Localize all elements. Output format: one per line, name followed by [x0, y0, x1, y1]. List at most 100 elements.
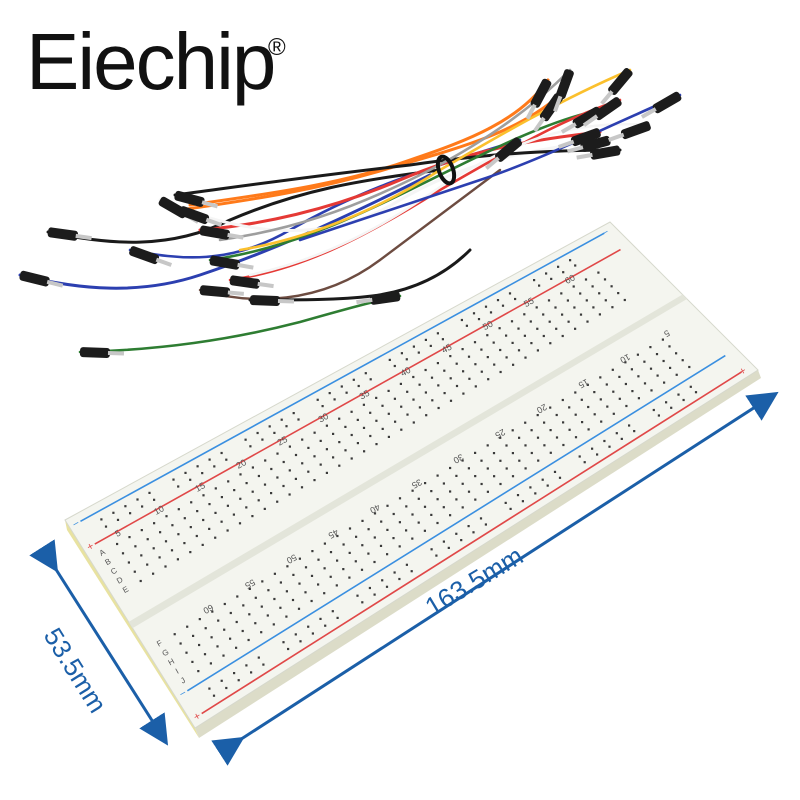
breadboard-hole: [547, 299, 551, 302]
breadboard-hole: [321, 405, 324, 408]
breadboard-hole: [412, 398, 415, 401]
breadboard-body: [64, 221, 759, 729]
breadboard-hole: [461, 482, 464, 485]
connector-sleeve: [199, 285, 231, 298]
breadboard-hole: [356, 594, 359, 597]
breadboard-hole: [272, 623, 275, 626]
wire-connector: [566, 135, 611, 154]
breadboard-hole: [510, 320, 514, 323]
breadboard-hole: [276, 476, 279, 479]
breadboard-hole: [467, 490, 471, 493]
breadboard-hole: [436, 362, 439, 365]
breadboard-hole: [562, 443, 565, 447]
breadboard-hole: [214, 487, 217, 490]
breadboard-hole: [509, 507, 512, 510]
breadboard-hole: [184, 471, 187, 474]
breadboard-hole: [364, 372, 367, 375]
breadboard-hole: [288, 469, 291, 472]
breadboard-hole: [239, 497, 242, 500]
breadboard-hole: [499, 348, 502, 352]
breadboard-hole: [121, 552, 125, 555]
breadboard-hole: [555, 327, 558, 330]
connector-sleeve: [19, 270, 50, 287]
breadboard-hole: [447, 546, 450, 549]
breadboard-hole: [204, 627, 207, 630]
breadboard-hole: [455, 498, 458, 501]
breadboard-hole: [319, 617, 322, 620]
breadboard-hole: [325, 424, 328, 427]
breadboard-hole: [598, 292, 601, 295]
breadboard-hole: [335, 584, 338, 587]
breadboard-hole: [208, 527, 211, 530]
breadboard-hole: [611, 306, 614, 309]
breadboard-hole: [325, 448, 328, 451]
breadboard-hole: [479, 517, 483, 520]
breadboard-hole: [587, 428, 590, 431]
jumper-wire: [228, 98, 622, 282]
breadboard-hole: [387, 389, 390, 392]
breadboard-hole: [307, 625, 310, 628]
breadboard-hole: [328, 392, 331, 395]
breadboard-hole: [159, 531, 162, 534]
breadboard-hole: [350, 433, 353, 437]
breadboard-hole: [460, 539, 463, 542]
breadboard-hole: [523, 334, 526, 337]
breadboard-hole: [529, 486, 532, 489]
breadboard-hole: [436, 332, 439, 335]
breadboard-hole: [400, 428, 403, 431]
breadboard-hole: [592, 306, 595, 309]
connector-pin: [75, 233, 92, 241]
jumper-wire: [18, 173, 432, 290]
breadboard-hole: [233, 489, 236, 492]
breadboard-hole: [511, 341, 514, 344]
breadboard-hole: [238, 522, 242, 525]
breadboard-hole: [373, 593, 376, 596]
breadboard-hole: [586, 383, 589, 386]
breadboard-hole: [189, 551, 192, 554]
breadboard-hole: [356, 442, 359, 445]
breadboard-hole: [380, 520, 383, 523]
breadboard-hole: [604, 299, 607, 302]
breadboard-hole: [294, 453, 298, 457]
breadboard-hole: [549, 429, 552, 432]
breadboard-hole: [375, 396, 378, 399]
breadboard-hole: [235, 620, 238, 624]
breadboard-hole: [355, 535, 358, 538]
breadboard-hole: [517, 327, 520, 330]
breadboard-hole: [244, 438, 247, 441]
breadboard-hole: [398, 521, 401, 524]
breadboard-hole: [591, 447, 594, 450]
breadboard-hole: [300, 486, 304, 489]
row-letter-bottom: I: [174, 667, 180, 676]
connector-pin: [237, 262, 254, 270]
breadboard-hole: [430, 548, 433, 551]
breadboard-hole: [555, 436, 559, 439]
breadboard-hole: [331, 610, 334, 613]
breadboard-hole: [367, 528, 370, 531]
breadboard-hole: [373, 536, 376, 539]
column-number-top: 40: [399, 365, 413, 379]
breadboard-hole: [165, 515, 168, 518]
breadboard-hole: [287, 647, 290, 651]
breadboard-hole: [449, 514, 452, 517]
breadboard-hole: [323, 592, 326, 595]
breadboard-hole: [467, 355, 471, 358]
wire-connector: [179, 206, 223, 227]
wire-connector: [560, 106, 602, 134]
breadboard-hole: [542, 334, 545, 338]
breadboard-hole: [677, 393, 680, 396]
breadboard-hole: [558, 476, 562, 479]
breadboard-hole: [598, 313, 601, 316]
breadboard-hole: [501, 304, 505, 307]
breadboard-hole: [411, 537, 414, 540]
connector-sleeve: [570, 128, 601, 147]
breadboard-hole: [297, 418, 300, 421]
breadboard-hole: [299, 640, 302, 643]
connector-pin: [566, 145, 584, 154]
breadboard-hole: [555, 413, 558, 417]
breadboard-hole: [177, 508, 180, 511]
breadboard-hole: [298, 557, 301, 560]
breadboard-hole: [226, 529, 229, 532]
breadboard-hole: [210, 636, 213, 639]
breadboard-hole: [429, 344, 432, 347]
